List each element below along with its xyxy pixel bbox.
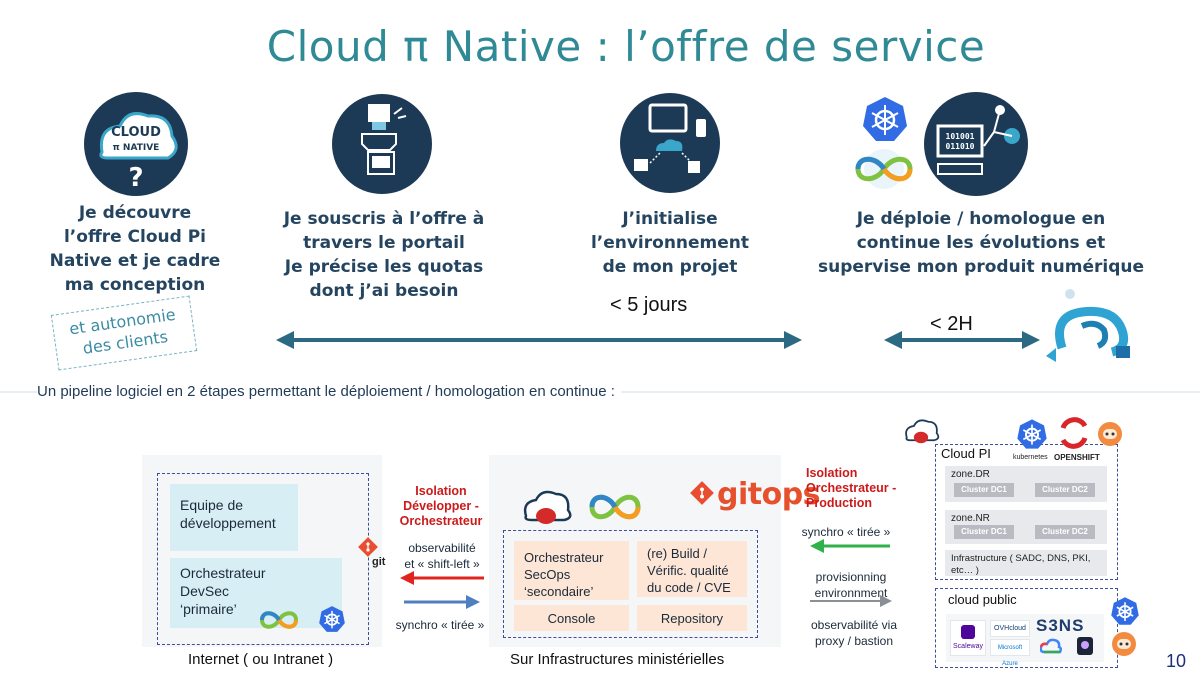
ovhcloud-logo: OVHcloud — [990, 620, 1030, 637]
dev-team-box: Equipe de développement — [170, 484, 298, 551]
step-subscribe: Je souscris à l’offre à travers le porta… — [283, 209, 485, 301]
astronaut-public-icon — [1110, 630, 1138, 660]
cloud-pi-native-icon: CLOUD π NATIVE ? — [84, 92, 188, 196]
devops-infinity-icon — [848, 148, 920, 190]
isolation-orchestrator-production: Isolation Orchestrateur - Production — [806, 466, 897, 510]
duration-five-days: < 5 jours — [610, 294, 688, 316]
grey-arrow-right — [810, 595, 892, 607]
cloud-public-title: cloud public — [948, 592, 1017, 607]
internet-label: Internet ( ou Intranet ) — [188, 651, 334, 668]
infrastructure-box: Infrastructure ( SADC, DNS, PKI, etc… ) — [945, 550, 1107, 576]
devops-infinity-small-icon — [256, 606, 302, 634]
provider-logos: Scaleway OVHcloud Microsoft Azure S3NS — [946, 614, 1104, 667]
repository-box[interactable]: Repository — [637, 605, 747, 631]
provisioning-label: provisionning environnment — [814, 570, 888, 600]
gitops-label: gitops — [717, 477, 821, 512]
green-arrow-left — [810, 539, 890, 553]
cluster-nr-dc2: Cluster DC2 — [1035, 525, 1095, 539]
git-icon — [358, 537, 378, 557]
synchro-right: synchro « tirée » — [801, 525, 891, 539]
duration-two-hours: < 2H — [930, 313, 973, 335]
scaleway-label: Scaleway — [953, 643, 983, 650]
cloud-pi-mascot-icon — [518, 486, 574, 528]
continuous-delivery-cycle-icon — [1042, 286, 1142, 366]
azure-logo: Microsoft Azure — [990, 639, 1030, 667]
openshift-label: OPENSHIFT — [1054, 453, 1100, 462]
kubernetes-label: kubernetes — [1013, 454, 1048, 461]
red-arrow-left — [400, 571, 484, 585]
secops-orchestrator-box: Orchestrateur SecOps ‘secondaire’ — [514, 541, 629, 600]
cloud-logo-top: CLOUD — [111, 125, 161, 140]
cluster-nr-dc1: Cluster DC1 — [954, 525, 1014, 539]
ministerial-label: Sur Infrastructures ministérielles — [510, 651, 725, 668]
blue-arrow-right — [404, 595, 480, 609]
kubernetes-public-icon — [1110, 596, 1140, 626]
isolation-dev-orchestrator: Isolation Développer - Orchestrateur — [399, 484, 483, 528]
s3ns-logo: S3NS — [1036, 616, 1085, 635]
page-number: 10 — [1165, 651, 1186, 671]
astronaut-icon — [1096, 420, 1124, 450]
page-title: Cloud π Native : l’offre de service — [266, 22, 986, 71]
build-verify-box: (re) Build / Vérific. qualité du code / … — [637, 541, 747, 597]
step-deploy: Je déploie / homologue en continue les é… — [817, 209, 1145, 277]
zone-nr-label: zone.NR — [951, 513, 990, 524]
duration-arrow-right — [884, 331, 1040, 349]
observability-shift-left: observabilité et « shift-left » — [404, 541, 480, 571]
zone-dr-label: zone.DR — [951, 469, 990, 480]
devops-infinity-medium-icon — [584, 488, 646, 526]
kubernetes-small-icon — [318, 605, 346, 633]
autonomy-stamp: et autonomie des clients — [50, 295, 198, 371]
cloud-pi-mascot-small-icon — [899, 416, 943, 446]
duration-arrow-left — [276, 331, 802, 349]
scaleway-logo: Scaleway — [950, 620, 986, 656]
portal-subscription-icon — [332, 94, 432, 194]
observability-proxy: observabilité via proxy / bastion — [810, 618, 898, 648]
cluster-dr-dc1: Cluster DC1 — [954, 483, 1014, 497]
question-mark: ? — [128, 163, 143, 193]
google-cloud-icon — [1039, 638, 1063, 656]
cloud-logo-bottom: π NATIVE — [113, 143, 160, 153]
step-initialize: J’initialise l’environnement de mon proj… — [590, 209, 750, 277]
pipeline-intro: Un pipeline logiciel en 2 étapes permett… — [37, 383, 621, 400]
synchro-left: synchro « tirée » — [395, 618, 485, 632]
openshift-icon — [1057, 416, 1091, 450]
cluster-dr-dc2: Cluster DC2 — [1035, 483, 1095, 497]
environment-init-icon — [620, 93, 720, 193]
kubernetes-cloudpi-icon — [1016, 418, 1048, 450]
middle-panel-frame — [503, 530, 758, 638]
devsec-orchestrator-box: Orchestrateur DevSec ‘primaire’ — [170, 558, 342, 628]
step-discover: Je découvre l’offre Cloud Pi Native et j… — [49, 203, 221, 295]
git-label: git — [372, 556, 386, 568]
console-box[interactable]: Console — [514, 605, 629, 631]
kubernetes-icon — [861, 95, 909, 143]
left-panel-frame — [157, 473, 369, 645]
dark-provider-icon — [1076, 636, 1094, 656]
gitops-logo-icon — [690, 481, 714, 505]
cloud-pi-title: Cloud PI — [941, 446, 991, 461]
